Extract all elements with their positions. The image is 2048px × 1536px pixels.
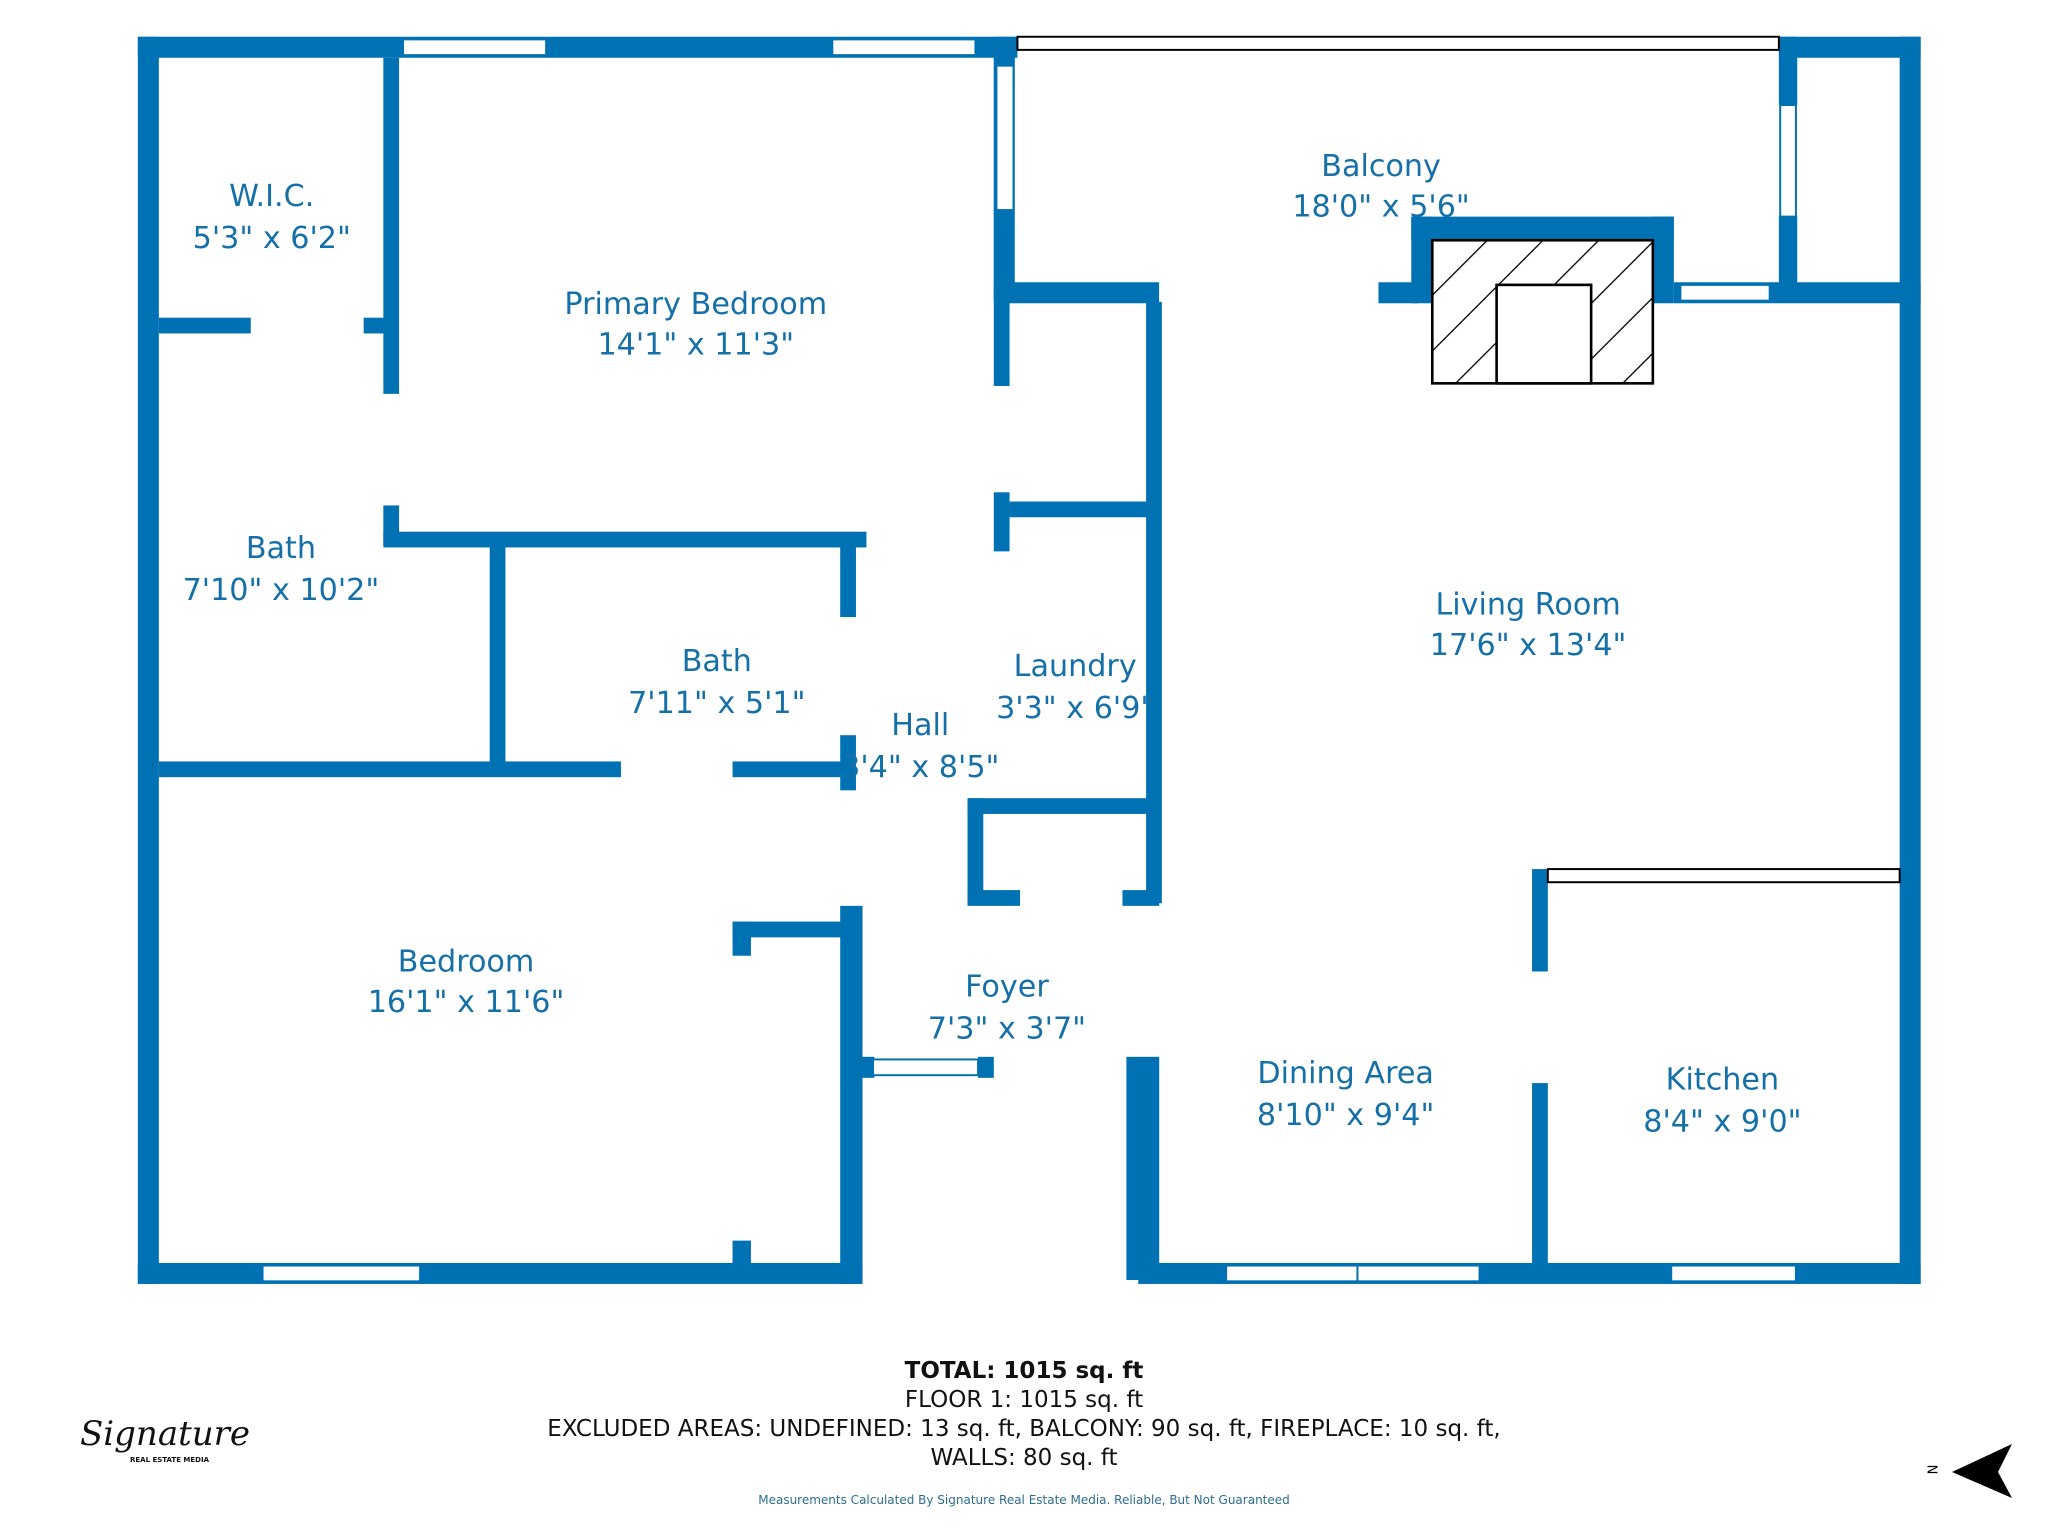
- room-name: Balcony: [1321, 149, 1441, 184]
- room-dims: 3'3" x 6'9": [996, 691, 1154, 726]
- logo-subtitle: REAL ESTATE MEDIA: [130, 1456, 209, 1464]
- walls: [137, 35, 1921, 1284]
- room-dims: 7'3" x 3'7": [928, 1011, 1086, 1046]
- fireplace: [1430, 238, 1655, 385]
- room-name: Kitchen: [1666, 1063, 1779, 1098]
- excluded-areas: EXCLUDED AREAS: UNDEFINED: 13 sq. ft, BA…: [547, 1416, 1501, 1442]
- floor-area: FLOOR 1: 1015 sq. ft: [904, 1387, 1144, 1413]
- room-name: Bath: [682, 644, 752, 679]
- room-dims: 7'10" x 10'2": [183, 573, 380, 608]
- disclaimer: Measurements Calculated By Signature Rea…: [758, 1493, 1290, 1507]
- windows: [261, 38, 1797, 1283]
- room-name: Bedroom: [398, 944, 535, 979]
- room-name: Laundry: [1014, 649, 1137, 684]
- room-name: Foyer: [965, 969, 1049, 1004]
- room-name: Living Room: [1435, 587, 1620, 622]
- north-arrow: N: [1920, 1440, 2020, 1500]
- area-summary: TOTAL: 1015 sq. ft FLOOR 1: 1015 sq. ft …: [0, 1357, 2048, 1473]
- walls-area: WALLS: 80 sq. ft: [930, 1445, 1118, 1471]
- room-name: Bath: [246, 531, 316, 566]
- room-dims: 8'4" x 9'0": [1643, 1105, 1801, 1140]
- room-dims: 16'1" x 11'6": [368, 985, 565, 1020]
- room-labels: W.I.C. 5'3" x 6'2" Primary Bedroom 14'1"…: [183, 149, 1802, 1140]
- room-name: Hall: [891, 708, 949, 743]
- north-arrow-icon: [1952, 1444, 2012, 1498]
- north-label: N: [1923, 1464, 1939, 1475]
- room-dims: 14'1" x 11'3": [597, 327, 794, 362]
- room-dims: 7'11" x 5'1": [628, 686, 805, 721]
- room-name: Dining Area: [1257, 1056, 1434, 1091]
- room-dims: 3'4" x 8'5": [841, 750, 999, 785]
- room-dims: 17'6" x 13'4": [1430, 628, 1627, 663]
- room-dims: 8'10" x 9'4": [1257, 1098, 1434, 1133]
- room-name: Primary Bedroom: [564, 287, 827, 322]
- room-name: W.I.C.: [229, 179, 314, 214]
- total-area: TOTAL: 1015 sq. ft: [904, 1358, 1144, 1384]
- logo-script: Signature: [80, 1414, 251, 1454]
- room-dims: 5'3" x 6'2": [193, 221, 351, 256]
- signature-logo: Signature REAL ESTATE MEDIA: [76, 1400, 250, 1480]
- room-dims: 18'0" x 5'6": [1292, 190, 1469, 225]
